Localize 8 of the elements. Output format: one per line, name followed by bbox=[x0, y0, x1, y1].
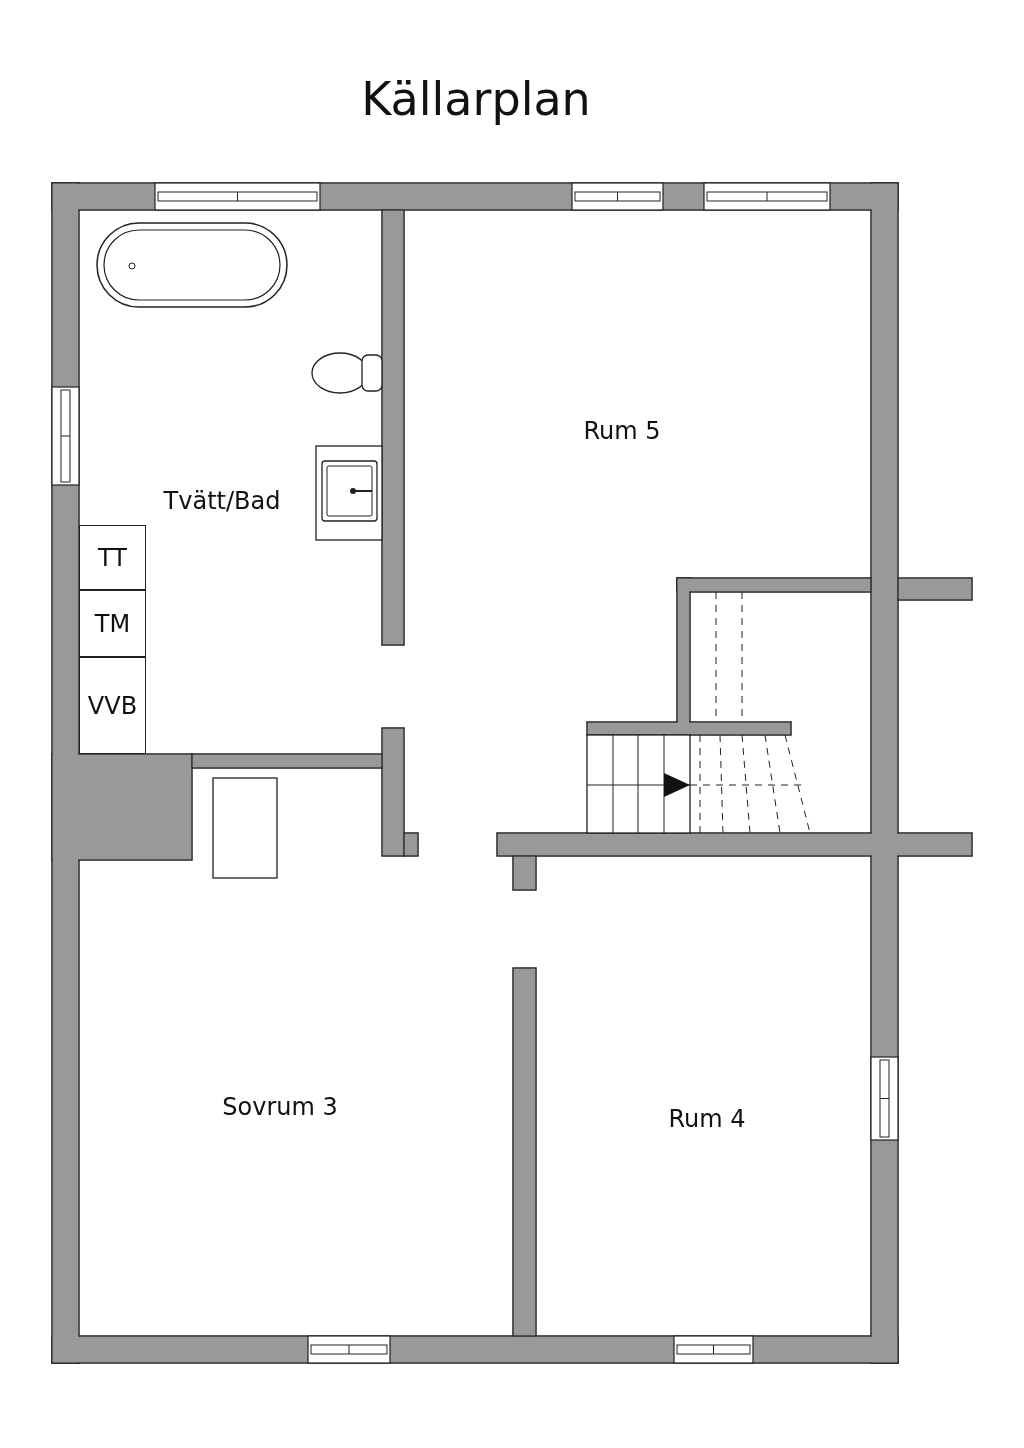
appliance-box: TM bbox=[79, 590, 146, 657]
room-label: Rum 4 bbox=[668, 1105, 746, 1133]
appliance-box: VVB bbox=[79, 657, 146, 754]
room-label: Tvätt/Bad bbox=[163, 487, 281, 515]
appliance-box: TT bbox=[79, 525, 146, 590]
plan-title: Källarplan bbox=[360, 72, 592, 126]
room-label: Rum 5 bbox=[583, 417, 661, 445]
room-label: Sovrum 3 bbox=[222, 1093, 338, 1121]
